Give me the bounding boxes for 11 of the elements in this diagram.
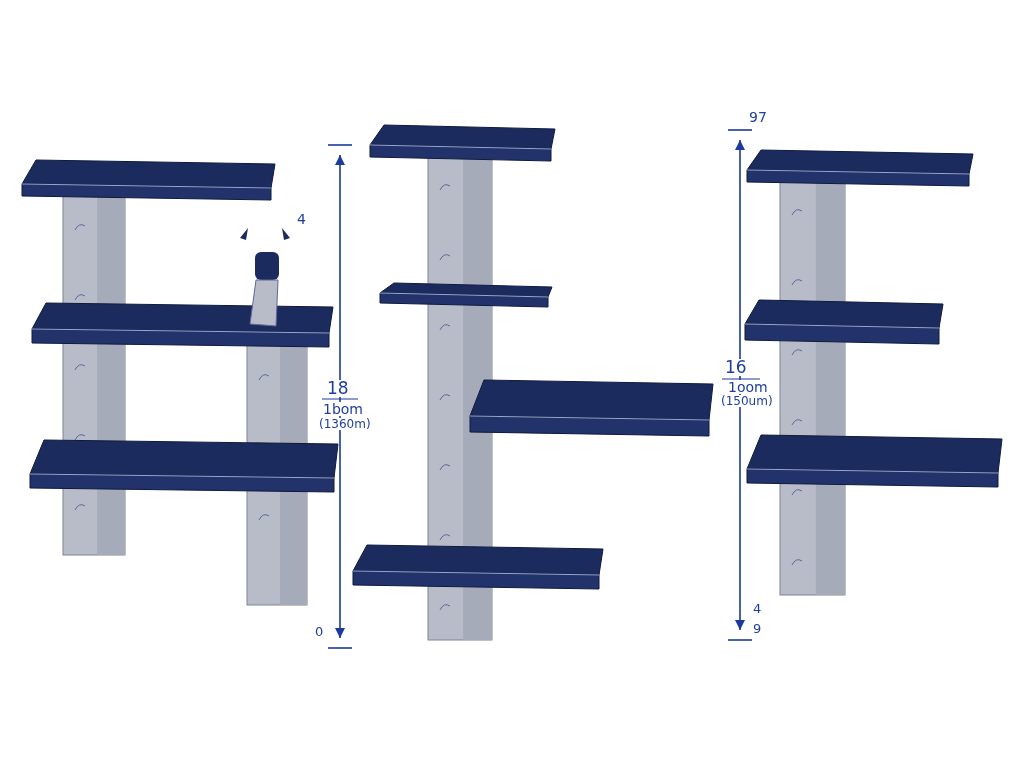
dimension-label: (1360m)	[318, 418, 372, 430]
dimension-label: 9	[752, 622, 763, 635]
dimension-label: 0	[314, 625, 325, 638]
dimension-label: (150um)	[720, 395, 774, 407]
dimension-label: 16	[724, 359, 748, 376]
dimension-label: 4	[296, 212, 307, 226]
dimension-label: 18	[326, 380, 350, 397]
dimension-label: 1oom	[727, 380, 769, 394]
dimension-label: 97	[748, 110, 768, 124]
dimension-label: 4	[752, 602, 763, 615]
dimension-label: 1bom	[322, 402, 364, 416]
